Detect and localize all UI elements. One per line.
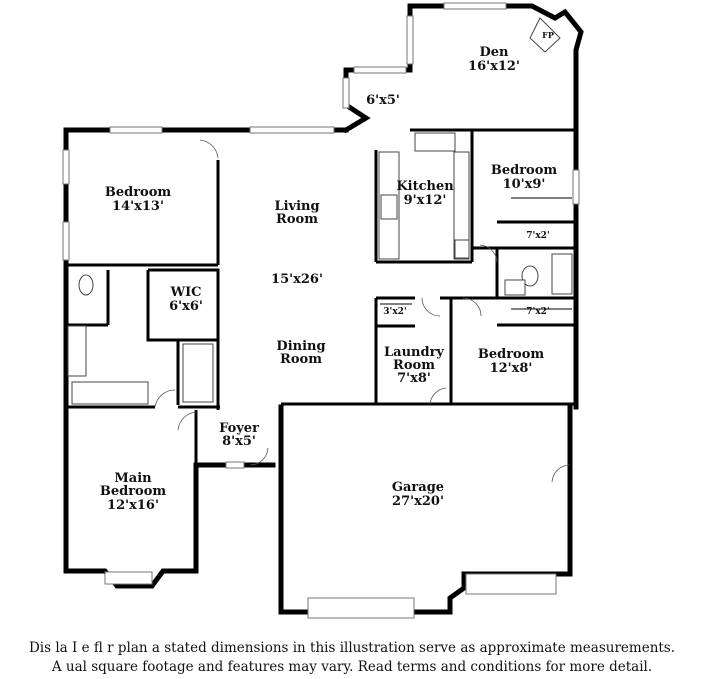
laundry-size: 7'x8' [397,371,431,386]
main-bedroom-name-1: Main [114,471,152,486]
bedroom-ne-name: Bedroom [491,163,558,178]
dining-name-1: Dining [276,339,325,354]
bedroom-e-size: 12'x8' [490,361,533,376]
main-bedroom-name-2: Bedroom [100,484,167,499]
doors [154,139,571,483]
laundry-name-2: Room [393,358,435,373]
bedroom-nw-size: 14'x13' [112,199,164,214]
room-labels: Den 16'x12' FP 6'x5' Kitchen 9'x12' Bedr… [100,30,558,513]
bedroom-ne-size: 10'x9' [503,177,546,192]
living-size: 15'x26' [271,272,323,287]
wic-name: WIC [169,285,201,300]
living-name-1: Living [274,199,319,214]
disclaimer: Dis la I e fl r plan a stated dimensions… [0,639,704,677]
bedroom-nw-name: Bedroom [105,185,172,200]
laundry-name-1: Laundry [384,345,444,360]
closet-ne-size: 7'x2' [526,231,549,241]
den-name: Den [480,45,510,60]
fixtures [67,17,573,405]
nook-size: 6'x5' [366,93,400,108]
foyer-size: 8'x5' [222,434,256,449]
interior-walls [66,128,576,465]
pantry-size: 3'x2' [383,307,406,317]
windows [62,2,580,619]
garage-name: Garage [392,480,444,495]
den-size: 16'x12' [468,59,520,74]
foyer-name: Foyer [219,421,259,436]
disclaimer-line-1: Dis la I e fl r plan a stated dimensions… [28,640,676,656]
bedroom-e-name: Bedroom [478,347,545,362]
dining-name-2: Room [280,352,322,367]
closet-e-size: 7'x2' [526,307,549,317]
main-bedroom-size: 12'x16' [107,498,159,513]
garage-size: 27'x20' [392,494,444,509]
living-name-2: Room [276,212,318,227]
disclaimer-line-2: A ual square footage and features may va… [51,659,653,675]
wic-size: 6'x6' [169,299,203,314]
fireplace-label: FP [542,30,554,40]
kitchen-size: 9'x12' [404,193,447,208]
exterior-walls [63,3,584,615]
kitchen-name: Kitchen [396,179,454,194]
